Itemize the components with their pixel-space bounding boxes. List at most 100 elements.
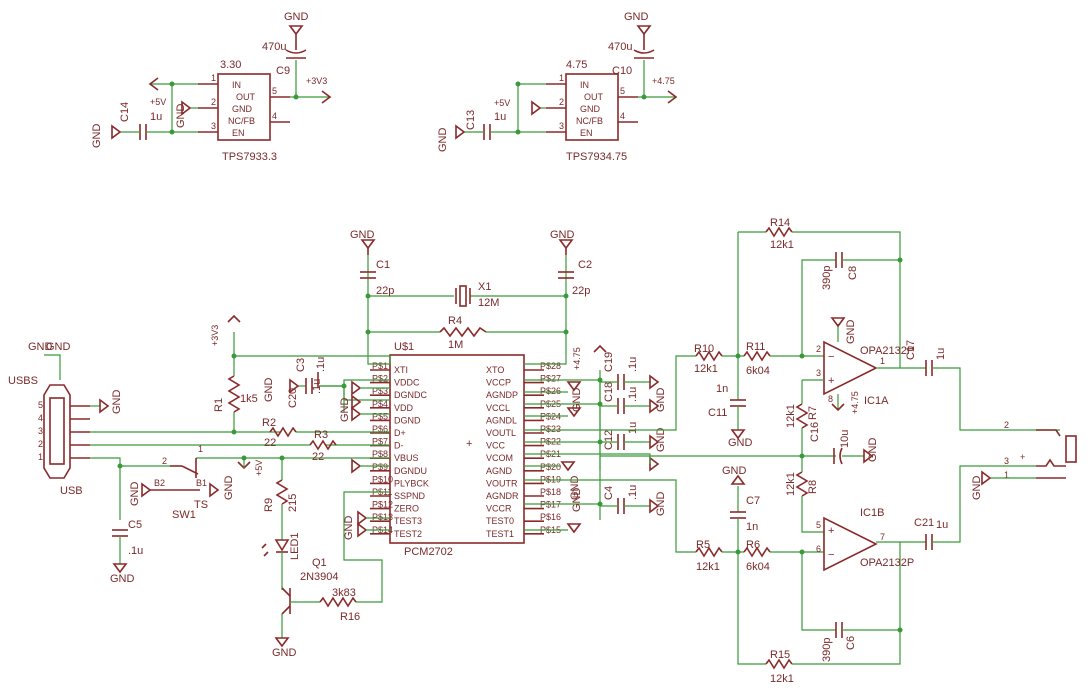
capacitor-c4: C4 .1u [603,485,639,514]
capacitor-c8: 390p C8 [821,252,859,290]
svg-text:5: 5 [620,86,625,96]
svg-text:GND: GND [655,492,667,517]
svg-text:IC1B: IC1B [860,507,884,519]
pin-number: P$8 [372,449,388,459]
svg-text:1n: 1n [716,383,728,395]
pin-number: P$13 [372,512,393,522]
svg-text:1u: 1u [935,348,947,360]
svg-text:C7: C7 [746,495,760,507]
svg-text:GND: GND [272,647,297,659]
capacitor-c5: C5 .1u [112,519,143,557]
gnd-symbol: GND [339,380,362,423]
pin-label: DGND [394,415,421,425]
svg-text:4: 4 [38,413,43,423]
svg-text:IN: IN [580,80,589,90]
pin-label: AGNDR [486,491,519,501]
svg-text:R2: R2 [262,417,276,429]
svg-text:GND: GND [624,11,649,23]
pin-number: P$23 [540,424,561,434]
svg-text:GND: GND [343,516,355,541]
svg-text:GND: GND [845,320,857,345]
svg-text:GND: GND [284,11,309,23]
pin-label: XTO [486,365,504,375]
svg-text:1: 1 [38,452,43,462]
pin-number: P$12 [372,500,393,510]
pin-number: P$4 [372,399,388,409]
svg-text:GND: GND [722,465,747,477]
svg-text:12k1: 12k1 [785,404,797,428]
pin-label: VDDC [394,378,420,388]
svg-text:1k5: 1k5 [240,393,258,405]
resistor-r5: R5 12k1 [695,539,723,573]
pin-label: ZERO [394,504,419,514]
svg-text:8: 8 [828,394,833,404]
gnd-symbol: GND [649,492,667,517]
svg-text:1: 1 [198,444,203,454]
svg-text:GND: GND [971,476,983,501]
regulator-1: IN OUT GND NC/FB EN 3.30 TPS7933.3 1 2 3… [198,59,290,163]
svg-text:C20: C20 [287,388,299,408]
capacitor-c2: C2 22p [558,259,592,297]
svg-text:IN: IN [232,80,241,90]
pin-number: P$16 [540,512,561,522]
svg-text:+: + [828,375,834,387]
pin-label: VCOM [486,453,513,463]
resistor-r16: 3k83 R16 [319,587,360,623]
svg-text:.1u: .1u [627,357,639,372]
svg-text:12k1: 12k1 [694,363,718,375]
capacitor-c3: C3 .1u [295,357,327,388]
pin-number: P$9 [372,462,388,472]
svg-text:PCM2702: PCM2702 [404,546,453,558]
pin-label: VOUTL [486,428,516,438]
gnd-symbol: GND [129,482,152,507]
svg-text:7: 7 [880,532,885,542]
svg-text:R8: R8 [807,480,819,494]
svg-text:+4.75: +4.75 [652,76,675,86]
svg-text:GND: GND [110,573,135,585]
svg-text:4: 4 [620,111,625,121]
svg-text:2: 2 [1004,420,1009,430]
svg-text:C3: C3 [295,358,307,372]
svg-text:3.30: 3.30 [220,59,241,71]
svg-text:+: + [466,438,472,450]
resistor-r3: R3 22 [309,429,337,463]
pin-label: VDD [394,403,414,413]
svg-text:1: 1 [211,73,216,83]
svg-text:GND: GND [129,482,141,507]
svg-text:1u: 1u [494,111,506,123]
svg-text:6k04: 6k04 [746,365,770,377]
capacitor-c13: 1u C13 [465,110,506,140]
svg-text:215: 215 [287,494,299,512]
ic-pcm2702: U$1 PCM2702 + XTIP$1VDDCP$2DGNDCP$3VDDP$… [370,341,561,558]
pin-label: VCCR [486,504,512,514]
pin-number: P$3 [372,386,388,396]
svg-text:+4.75: +4.75 [850,391,860,414]
capacitor-c16: C16 10u [809,422,851,465]
gnd-symbol [351,458,362,474]
svg-text:R9: R9 [263,498,275,512]
svg-text:2: 2 [38,439,43,449]
gnd-symbol: GND [863,438,879,464]
svg-text:C1: C1 [376,259,390,271]
pin-label: DGNDU [394,466,427,476]
svg-text:GND: GND [111,390,123,415]
svg-text:.1u: .1u [311,379,323,394]
svg-text:X1: X1 [478,281,491,293]
audio-jack: 2 3 1 + [1004,420,1077,480]
svg-text:470u: 470u [608,41,632,53]
pin-label: D+ [394,428,406,438]
pin-label: VCC [486,441,506,451]
svg-text:IC1A: IC1A [864,395,889,407]
svg-text:1u: 1u [936,519,948,531]
svg-text:R1: R1 [213,398,225,412]
svg-text:1: 1 [1004,470,1009,480]
svg-text:.1u: .1u [315,357,327,372]
svg-text:3: 3 [816,368,821,378]
svg-text:R3: R3 [314,429,328,441]
capacitor-c19: C19 .1u [603,352,639,414]
gnd-symbol: GND [263,378,300,402]
pin-label: VCCP [486,378,511,388]
svg-text:USBS: USBS [8,375,38,387]
svg-text:GND: GND [339,398,351,423]
